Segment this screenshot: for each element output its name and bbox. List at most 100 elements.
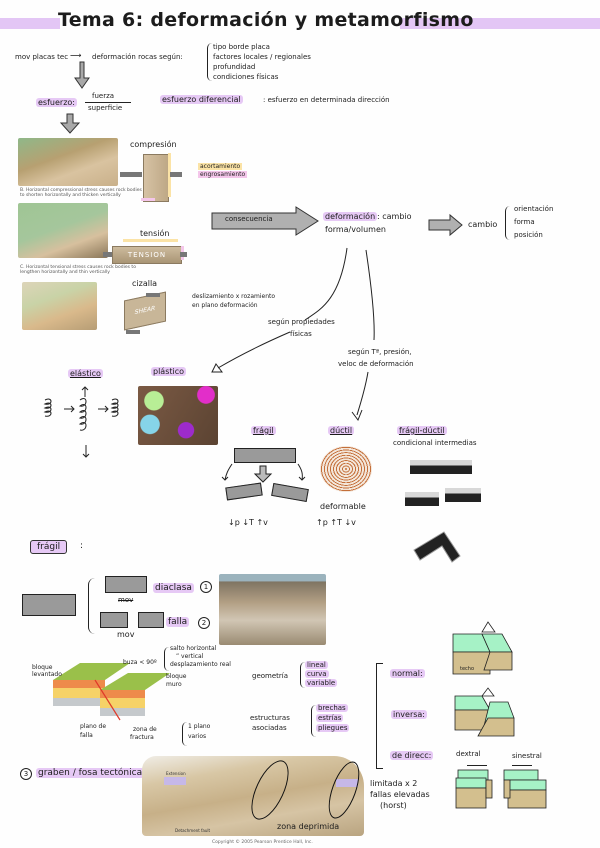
fracture-zone-label: zona de <box>133 726 157 733</box>
fault-landscape-photo <box>219 574 326 645</box>
fault-types-bracket <box>376 663 383 769</box>
falla-number: 2 <box>198 617 210 629</box>
page-title: Tema 6: deformación y metamorfismo <box>58 9 474 31</box>
structures-item: brechas <box>316 704 348 712</box>
structures-item: estrías <box>316 714 344 722</box>
arrow-right-icon <box>180 252 187 257</box>
compression-effect: engrosamiento <box>198 171 248 178</box>
displacement-brace <box>164 647 169 671</box>
deformation-def: : cambio <box>377 212 412 221</box>
diaclasa-label: diaclasa <box>153 583 194 593</box>
arrow-right-icon <box>146 293 160 297</box>
spring-diagram <box>43 386 119 458</box>
ductile-note: deformable <box>320 502 366 511</box>
horst-note: limitada x 2 <box>370 779 418 788</box>
shear-note: deslizamiento x rozamiento <box>192 293 276 300</box>
elastic-label: elástico <box>68 369 103 378</box>
falla-block-left <box>100 612 128 628</box>
arrow-left-icon <box>126 330 140 334</box>
fault-plane-label: plano de <box>80 723 107 730</box>
down-arrow-icon <box>74 61 90 89</box>
graben-label: graben / fosa tectónica: <box>36 768 148 778</box>
diaclasa-mov-crossed: mov <box>118 596 134 604</box>
fragile-block <box>234 448 296 463</box>
rock-block <box>22 594 76 616</box>
structures-label: estructuras <box>250 714 290 722</box>
consequence-label: consecuencia <box>225 215 273 223</box>
down-arrow-icon <box>59 113 81 134</box>
arrow-left-icon <box>170 172 182 177</box>
diaclasa-block <box>105 576 147 593</box>
intro-brace <box>207 43 212 81</box>
compression-landscape-image <box>18 138 118 186</box>
bar-intact-image <box>410 460 472 474</box>
stress-numerator: fuerza <box>92 92 115 100</box>
branch-physical: físicas <box>290 330 312 338</box>
arrow-right-icon: ⟶ <box>70 51 82 60</box>
compression-highlight <box>168 153 171 197</box>
fragile-heading: frágil <box>30 540 68 554</box>
factor-item: condiciones físicas <box>213 73 279 81</box>
fraction-line <box>85 102 131 103</box>
fracture-type: 1 plano <box>188 723 211 730</box>
arrow-right-icon <box>467 765 487 766</box>
plastic-label: plástico <box>151 367 187 376</box>
change-item: orientación <box>514 205 554 213</box>
displacement-item: ” vertical <box>176 653 204 660</box>
detachment-label: Detachment fault <box>175 828 211 833</box>
title-highlight-right <box>400 18 600 29</box>
intro-cause: mov placas tec <box>15 53 69 61</box>
tension-landscape-image <box>18 203 108 258</box>
bar-broken-image <box>405 492 439 506</box>
fault-type-inversa: inversa: <box>391 710 428 719</box>
fault-type-direccion: de direcc: <box>390 751 434 760</box>
arrow-right-icon <box>120 172 142 177</box>
fracture-type: varios <box>188 733 207 740</box>
copper-coil-image <box>320 446 372 492</box>
horst-note: (horst) <box>380 801 407 810</box>
falla-label: falla <box>166 617 190 627</box>
geometry-brace <box>300 662 305 688</box>
extension-arrow-left <box>164 777 186 785</box>
fragile-heading-colon: : <box>80 541 84 551</box>
intro-effect: deformación rocas según: <box>92 53 183 61</box>
fault-plane-label: falla <box>80 732 93 739</box>
branch-physical: según propiedades <box>268 318 335 326</box>
falla-mov: mov <box>117 630 135 639</box>
extension-arrow-right <box>336 779 358 787</box>
displacement-item: desplazamiento real <box>170 661 231 668</box>
normal-fault-diagram <box>452 621 513 675</box>
deformation-def: forma/volumen <box>325 225 386 234</box>
reverse-fault-diagram <box>454 687 515 737</box>
structures-brace <box>311 705 316 737</box>
compression-effect: acortamiento <box>198 163 243 170</box>
bar-bent-image <box>413 531 461 563</box>
geometry-item: lineal <box>305 661 328 669</box>
normal-block-label: techo <box>460 666 475 672</box>
deformation-term: deformación <box>323 212 378 221</box>
graben-number: 3 <box>20 768 32 780</box>
sinestral-label: sinestral <box>512 752 542 760</box>
branch-conditions: según Tª, presión, <box>348 348 412 356</box>
dip-label: buza < 90º <box>123 659 157 666</box>
ductile-conditions: ↑p ↑T ↓v <box>316 518 356 527</box>
fragile-ductile-label: frágil-dúctil <box>397 426 447 435</box>
fragile-arrows <box>221 463 306 483</box>
graben-diagram-image <box>142 756 364 836</box>
branch-conditions: veloc de deformación <box>338 360 414 368</box>
stress-label: esfuerzo: <box>36 98 77 107</box>
fracture-zone-label: fractura <box>130 734 154 741</box>
factor-item: tipo borde placa <box>213 43 270 51</box>
geometry-label: geometría <box>252 672 289 680</box>
title-highlight-left <box>0 18 60 29</box>
shear-note: en plano deformación <box>192 302 258 309</box>
fragile-label: frágil <box>251 426 276 435</box>
depressed-zone-label: zona deprimida <box>277 822 340 831</box>
sunken-block-label: muro <box>166 681 182 688</box>
change-item: forma <box>514 218 535 226</box>
geometry-item: variable <box>305 679 338 687</box>
extension-label: Extension <box>166 771 186 776</box>
copyright-text: Copyright © 2005 Pearson Prentice Hall, … <box>212 840 313 845</box>
change-label: cambio <box>468 220 498 229</box>
